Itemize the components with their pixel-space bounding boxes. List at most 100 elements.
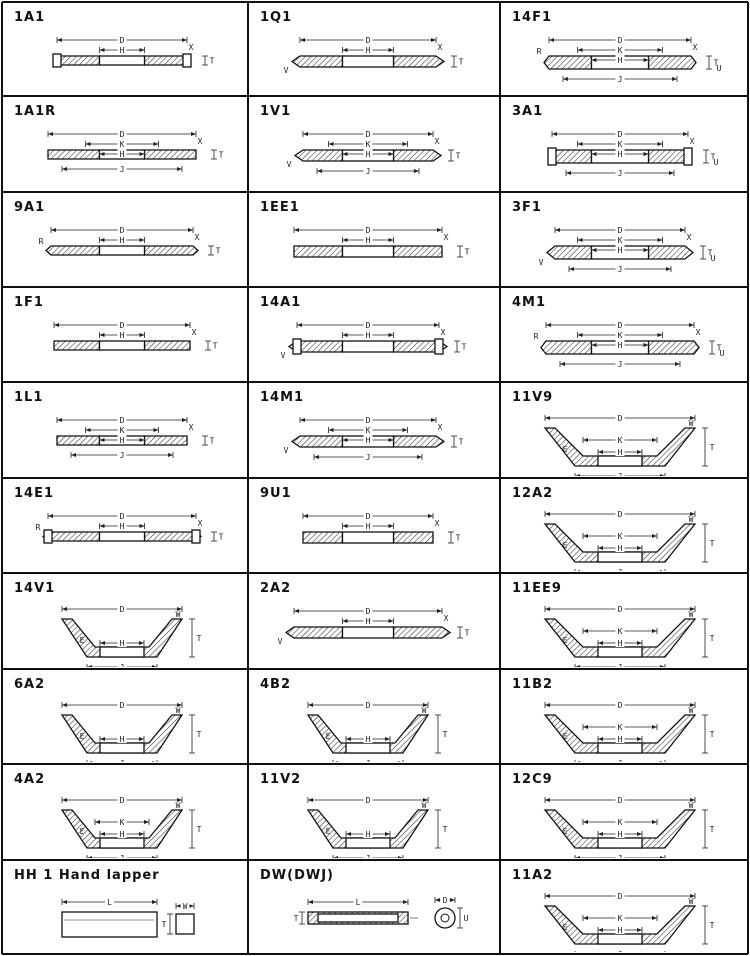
- dimension-label: W: [176, 801, 181, 810]
- dimension-label: J: [618, 472, 623, 476]
- wheel-profile-diagram: DKHJTWE: [543, 700, 715, 762]
- dimension-label: D: [366, 416, 371, 425]
- shape-code-label: DW(DWJ): [260, 868, 334, 883]
- dimension-label: T: [210, 437, 215, 446]
- dimension-label: H: [366, 331, 371, 340]
- dimension-label: D: [120, 512, 125, 521]
- shape-code-label: 1Q1: [260, 10, 293, 25]
- shape-cell: 14V1DHJTWE: [4, 575, 246, 667]
- dimension-label: T: [711, 153, 716, 162]
- dimension-label: T: [456, 534, 461, 543]
- dimension-label: K: [618, 46, 623, 55]
- shape-code-label: 6A2: [14, 677, 46, 692]
- shape-code-label: 14A1: [260, 295, 302, 310]
- dimension-label: E: [563, 541, 568, 550]
- dimension-label: T: [216, 247, 221, 256]
- dimension-label: H: [618, 246, 623, 255]
- dimension-label: W: [689, 419, 694, 428]
- dimension-label: L: [107, 898, 112, 907]
- dimension-label: T: [443, 825, 448, 834]
- dimension-label: D: [366, 796, 371, 805]
- dimension-label: X: [444, 614, 449, 623]
- shape-code-label: 1A1: [14, 10, 46, 25]
- dimension-label: D: [120, 605, 125, 614]
- dimension-label: T: [465, 629, 470, 638]
- dimension-label: X: [198, 137, 203, 146]
- dimension-label: V: [278, 637, 283, 646]
- dimension-label: H: [366, 236, 371, 245]
- shape-code-label: 9A1: [14, 200, 46, 215]
- shape-cell: 11EE9DKHJTWE: [502, 575, 746, 667]
- dimension-label: E: [80, 732, 85, 741]
- dimension-label: T: [294, 914, 299, 923]
- dimension-label: R: [36, 523, 41, 532]
- dimension-label: D: [618, 414, 623, 423]
- dimension-label: J: [618, 75, 623, 84]
- dimension-label: J: [618, 169, 623, 178]
- dimension-label: H: [618, 830, 623, 839]
- dimension-label: D: [120, 36, 125, 45]
- wheel-profile-diagram: DHJTWE: [306, 700, 448, 762]
- dimension-label: H: [120, 522, 125, 531]
- dimension-label: X: [696, 328, 701, 337]
- dimension-label: W: [689, 706, 694, 715]
- dimension-label: J: [618, 854, 623, 858]
- dimension-label: J: [120, 165, 125, 174]
- shape-code-label: 12C9: [512, 772, 553, 787]
- dimension-label: K: [618, 818, 623, 827]
- dimension-label: D: [618, 605, 623, 614]
- shape-code-label: 11A2: [512, 868, 554, 883]
- dimension-label: K: [120, 818, 125, 827]
- dimension-label: H: [366, 436, 371, 445]
- dimension-label: K: [618, 236, 623, 245]
- dimension-label: T: [443, 730, 448, 739]
- dimension-label: T: [197, 825, 202, 834]
- dimension-label: H: [366, 150, 371, 159]
- dimension-label: H: [120, 436, 125, 445]
- shape-code-label: 12A2: [512, 486, 554, 501]
- dimension-label: X: [195, 233, 200, 242]
- dimension-label: T: [162, 920, 167, 929]
- dimension-label: T: [465, 248, 470, 257]
- wheel-profile-diagram: DKHJTWE: [60, 795, 202, 858]
- shape-code-label: HH 1 Hand lapper: [14, 868, 160, 883]
- dimension-label: T: [710, 730, 715, 739]
- shape-code-label: 1F1: [14, 295, 44, 310]
- dimension-label: D: [120, 796, 125, 805]
- dimension-label: R: [39, 237, 44, 246]
- dimension-label: H: [120, 735, 125, 744]
- wheel-profile-diagram: DHJTWE: [306, 795, 448, 858]
- dimension-label: X: [438, 43, 443, 52]
- dimension-label: D: [618, 510, 623, 519]
- dimension-label: X: [438, 423, 443, 432]
- dimension-label: H: [120, 150, 125, 159]
- dimension-label: J: [618, 568, 623, 571]
- dimension-label: J: [366, 453, 371, 462]
- dimension-label: J: [366, 759, 371, 762]
- dimension-label: U: [720, 349, 725, 358]
- dimension-label: J: [366, 854, 371, 858]
- dimension-label: E: [80, 636, 85, 645]
- dimension-label: T: [710, 634, 715, 643]
- dimension-label: E: [563, 923, 568, 932]
- dimension-label: X: [444, 233, 449, 242]
- dimension-label: D: [120, 321, 125, 330]
- dimension-label: X: [687, 233, 692, 242]
- wheel-profile-diagram: DKHJTWE: [543, 413, 715, 476]
- dimension-label: H: [120, 236, 125, 245]
- dimension-label: H: [120, 639, 125, 648]
- dimension-label: V: [284, 446, 289, 455]
